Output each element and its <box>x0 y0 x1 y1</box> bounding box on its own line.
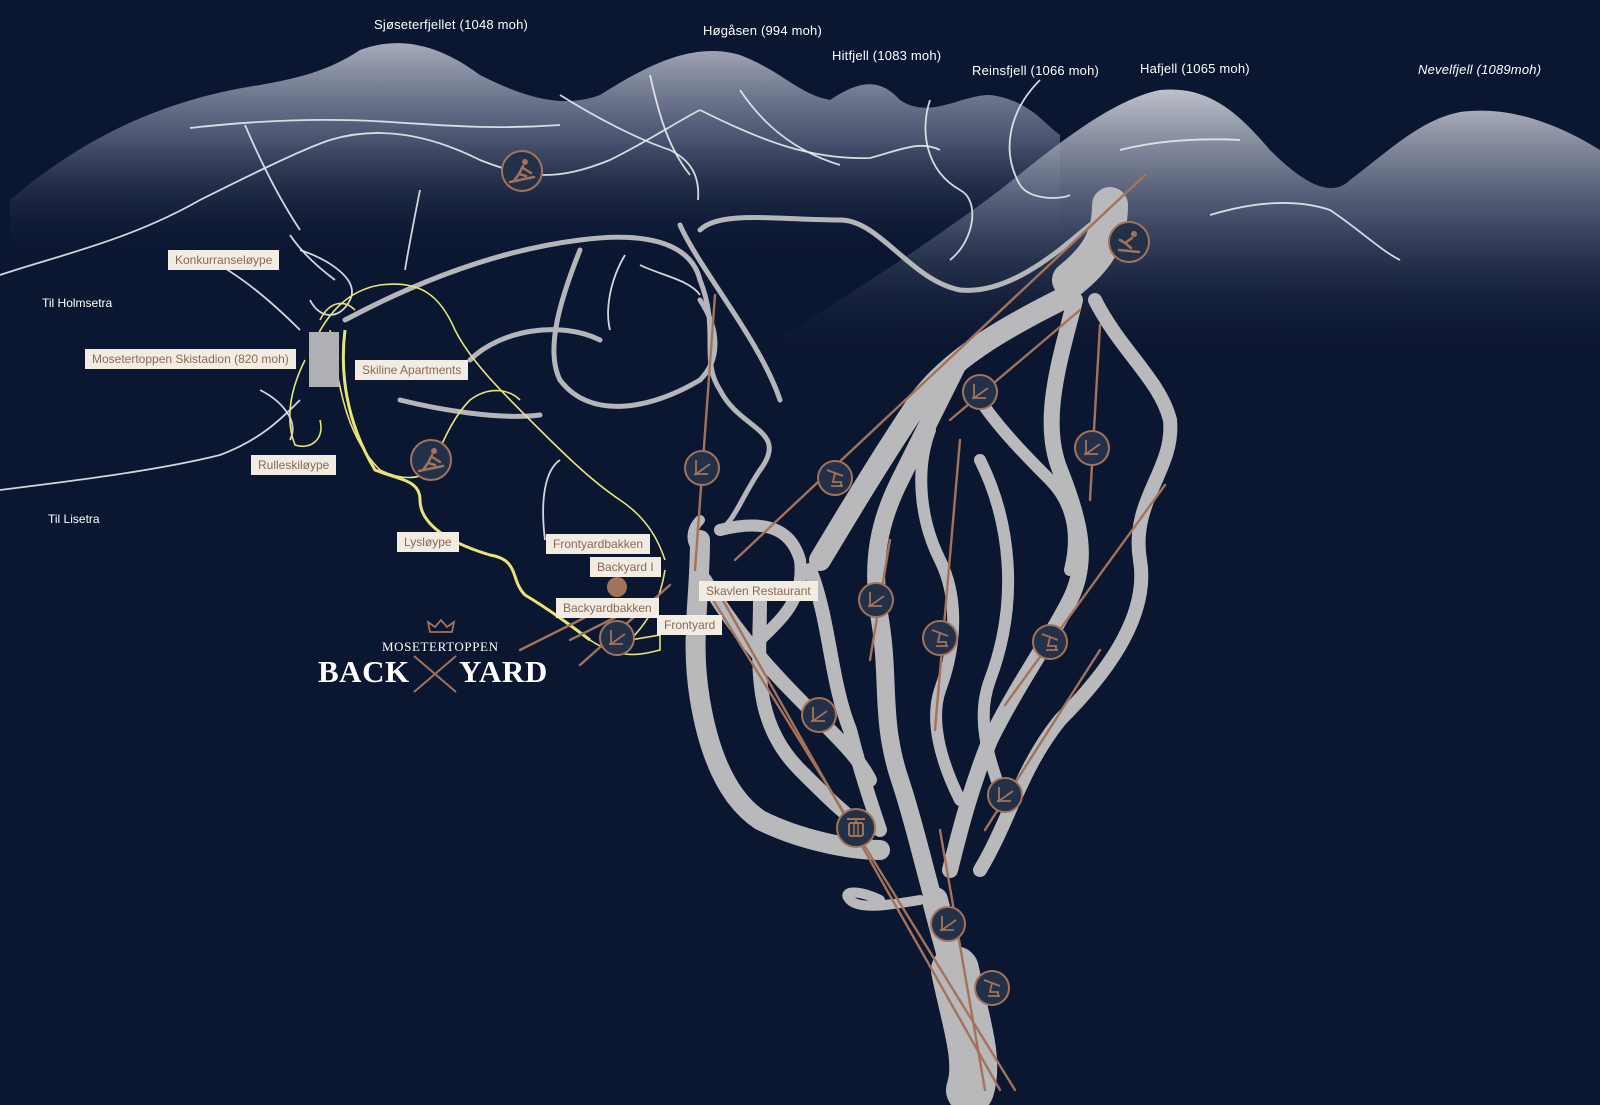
t-bar-lift-icon[interactable] <box>858 582 894 618</box>
chairlift-icon[interactable] <box>1032 624 1068 660</box>
backyard-marker[interactable] <box>607 577 627 597</box>
map-icons <box>410 150 1150 1006</box>
peak-label-hitfjell: Hitfjell (1083 moh) <box>832 48 942 63</box>
logo-left-text: BACK <box>318 654 410 689</box>
peak-label-hogasen: Høgåsen (994 moh) <box>703 23 823 38</box>
main-road <box>342 215 1093 533</box>
mountain-range <box>10 43 1600 360</box>
lift-line <box>1003 483 1167 707</box>
place-tag-backyard-1[interactable]: Backyard I <box>590 557 661 577</box>
place-tag-lysloype[interactable]: Lysløype <box>397 532 459 552</box>
alpine-slopes <box>685 187 1178 1105</box>
downhill-skier-icon[interactable] <box>1108 221 1150 263</box>
direction-label-holmsetra: Til Holmsetra <box>42 296 113 310</box>
place-tag-frontyard[interactable]: Frontyard <box>657 615 723 635</box>
t-bar-lift-icon[interactable] <box>987 777 1023 813</box>
t-bar-lift-icon[interactable] <box>1074 430 1110 466</box>
place-tag-skavlen-restaurant[interactable]: Skavlen Restaurant <box>699 581 818 601</box>
cross-country-skier-icon[interactable] <box>410 439 452 481</box>
crossed-skis-icon <box>413 655 457 693</box>
t-bar-lift-icon[interactable] <box>599 620 635 656</box>
crown-icon <box>426 618 456 633</box>
peak-label-nevelfjell: Nevelfjell (1089moh) <box>1418 62 1542 77</box>
place-tag-konkurranseloype[interactable]: Konkurranseløype <box>168 250 280 270</box>
chairlift-icon[interactable] <box>817 460 853 496</box>
gondola-icon[interactable] <box>836 808 876 848</box>
peak-label-hafjell: Hafjell (1065 moh) <box>1140 61 1250 76</box>
t-bar-lift-icon[interactable] <box>930 906 966 942</box>
logo-top-text: MOSETERTOPPEN <box>382 639 499 654</box>
peak-label-sjoseterfjellet: Sjøseterfjellet (1048 moh) <box>374 17 529 32</box>
peak-label-reinsfjell: Reinsfjell (1066 moh) <box>972 63 1100 78</box>
place-tag-backyardbakken[interactable]: Backyardbakken <box>556 598 659 618</box>
chairlift-icon[interactable] <box>974 970 1010 1006</box>
logo-right-text: YARD <box>459 654 548 689</box>
t-bar-lift-icon[interactable] <box>684 450 720 486</box>
cross-country-skier-icon[interactable] <box>501 150 543 192</box>
place-tag-skiline-apartments[interactable]: Skiline Apartments <box>355 360 469 380</box>
ski-stadium <box>309 332 339 387</box>
place-tag-rulleskiloype[interactable]: Rulleskiløype <box>251 455 337 475</box>
lift-line <box>693 293 717 572</box>
place-tag-skistadion[interactable]: Mosetertoppen Skistadion (820 moh) <box>85 349 296 369</box>
t-bar-lift-icon[interactable] <box>962 374 998 410</box>
place-tag-frontyardbakken[interactable]: Frontyardbakken <box>546 534 651 554</box>
direction-label-lisetra: Til Lisetra <box>48 512 100 526</box>
roads <box>0 74 1401 541</box>
lysloype-trail <box>341 329 591 642</box>
lift-line <box>1088 323 1102 502</box>
mountain-sjoseterfjellet <box>10 43 1060 260</box>
chairlift-icon[interactable] <box>922 620 958 656</box>
t-bar-lift-icon[interactable] <box>801 697 837 733</box>
lift-line <box>938 828 987 1092</box>
lift-line <box>733 173 1147 562</box>
lift-line <box>933 438 962 732</box>
